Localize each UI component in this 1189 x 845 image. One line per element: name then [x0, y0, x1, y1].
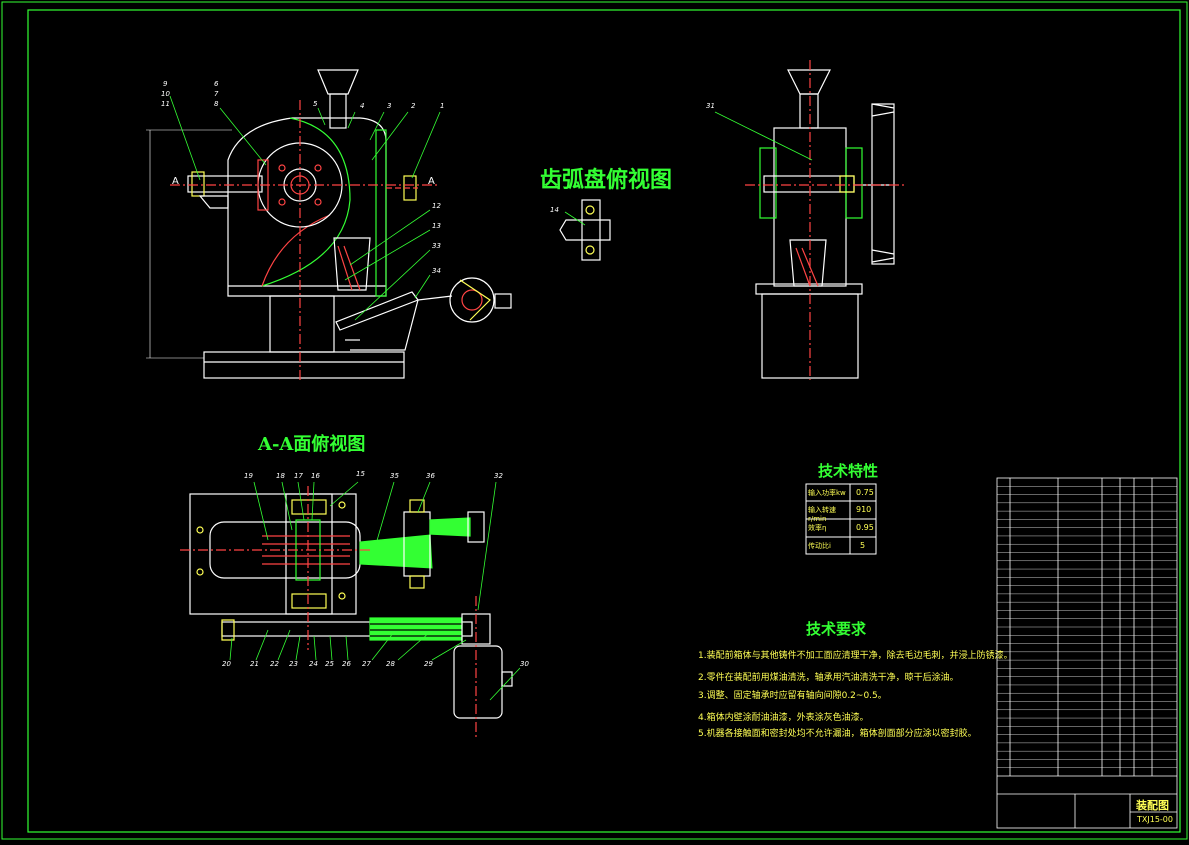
requirement-item: 5.机器各接触面和密封处均不允许漏油，箱体剖面部分应涂以密封胶。: [698, 729, 977, 739]
part-label: 17: [294, 472, 303, 480]
part-label: 18: [276, 472, 285, 480]
section-mark-right: A: [428, 176, 435, 187]
char-row-label: 效率η: [808, 524, 827, 532]
part-label: 3: [387, 102, 392, 110]
part-label: 19: [244, 472, 253, 480]
part-label: 26: [342, 660, 351, 668]
char-row-value: 0.95: [856, 523, 874, 532]
part-label: 36: [426, 472, 435, 480]
char-row-label: 传动比i: [808, 542, 831, 550]
requirement-item: 1.装配前箱体与其他铸件不加工面应清理干净，除去毛边毛刺，并浸上防锈漆。: [698, 651, 1013, 661]
part-label: 2: [411, 102, 416, 110]
drawing-code: TXJ15-00: [1137, 815, 1173, 824]
part-label: 24: [309, 660, 318, 668]
part-label: 16: [311, 472, 320, 480]
char-row-value: 0.75: [856, 488, 874, 497]
section-view-title: A-A面俯视图: [258, 434, 366, 455]
requirements-title: 技术要求: [806, 620, 867, 638]
section-view: [180, 481, 521, 740]
part-label: 29: [424, 660, 433, 668]
part-label: 10: [161, 90, 170, 98]
part-label: 13: [432, 222, 441, 230]
char-row-value: 5: [860, 541, 866, 550]
part-label: 20: [222, 660, 231, 668]
char-row-value: 910: [856, 505, 872, 514]
part-label: 22: [270, 660, 279, 668]
drawing-name: 装配图: [1136, 799, 1169, 812]
gear-top-view: [559, 199, 611, 261]
characteristics-table: [805, 483, 877, 555]
requirement-item: 2.零件在装配前用煤油清洗，轴承用汽油清洗干净，晾干后涂油。: [698, 673, 959, 683]
front-view: [146, 69, 512, 380]
part-label: 8: [214, 100, 219, 108]
side-view: [714, 60, 905, 380]
part-label: 23: [289, 660, 298, 668]
char-row-label: 输入功率kw: [808, 489, 846, 497]
part-label: 12: [432, 202, 441, 210]
part-label: 34: [432, 267, 441, 275]
part-label: 9: [163, 80, 168, 88]
part-label: 31: [706, 102, 715, 110]
part-label: 7: [214, 90, 219, 98]
part-label: 5: [313, 100, 318, 108]
part-label: 35: [390, 472, 399, 480]
part-label: 4: [360, 102, 365, 110]
section-mark-left: A: [172, 176, 179, 187]
gear-top-view-title: 齿弧盘俯视图: [540, 167, 673, 193]
part-label: 28: [386, 660, 395, 668]
part-label: 6: [214, 80, 219, 88]
part-label: 14: [550, 206, 559, 214]
part-label: 1: [440, 102, 445, 110]
char-row-label: 输入转速r/min: [808, 506, 836, 523]
requirement-item: 3.调整、固定轴承时应留有轴向间隙0.2~0.5。: [698, 691, 887, 701]
inner-border: [27, 9, 1181, 833]
part-label: 11: [161, 100, 170, 108]
parts-list-rows: [997, 486, 1177, 768]
part-label: 25: [325, 660, 334, 668]
characteristics-title: 技术特性: [818, 462, 879, 480]
part-label: 21: [250, 660, 259, 668]
part-label: 33: [432, 242, 441, 250]
part-label: 30: [520, 660, 529, 668]
part-label: 27: [362, 660, 371, 668]
requirement-item: 4.箱体内壁涂耐油油漆，外表涂灰色油漆。: [698, 713, 869, 723]
parts-list: [996, 477, 1178, 829]
part-label: 15: [356, 470, 365, 478]
part-label: 32: [494, 472, 503, 480]
